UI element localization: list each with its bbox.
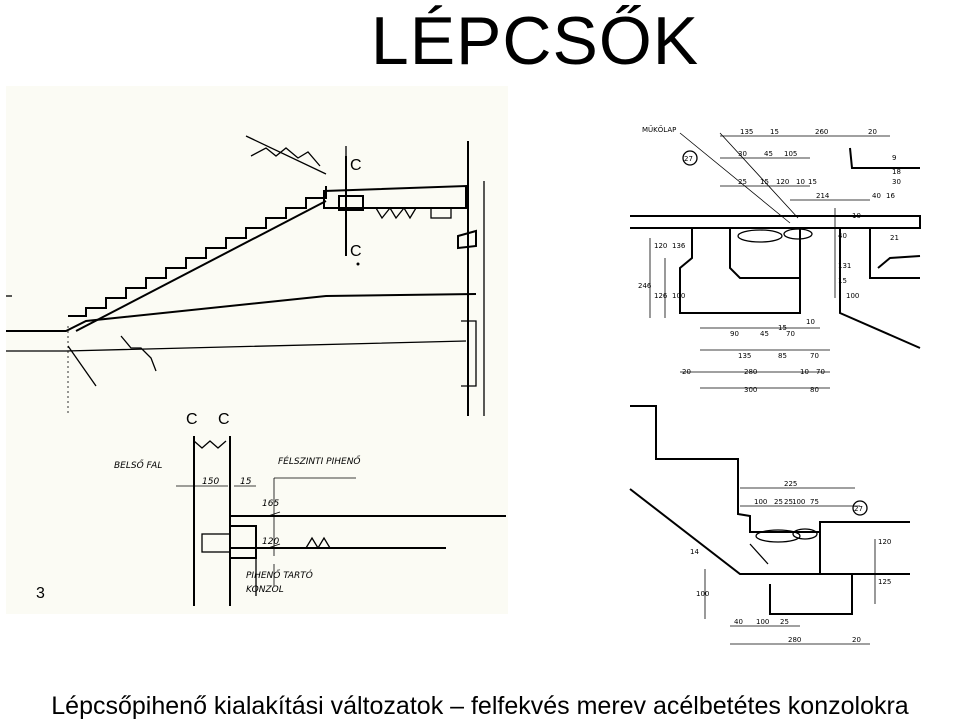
dim-9: 9 bbox=[892, 154, 896, 162]
dim-120h: 120 bbox=[776, 178, 789, 186]
dim-bv-125: 125 bbox=[878, 578, 891, 586]
dim-e-70: 70 bbox=[816, 368, 825, 376]
dim-b-25b: 25 bbox=[784, 498, 793, 506]
dim-c-85: 85 bbox=[778, 352, 787, 360]
dim-45: 45 bbox=[764, 150, 773, 158]
dim-bv-14: 14 bbox=[690, 548, 699, 556]
dim-120: 120 bbox=[262, 537, 279, 547]
dim-214: 214 bbox=[816, 192, 830, 200]
dim-30: 30 bbox=[738, 150, 747, 158]
dim-165: 165 bbox=[262, 499, 279, 509]
dim-f-300: 300 bbox=[744, 386, 757, 394]
dim-15a: 15 bbox=[770, 128, 779, 136]
detail-mark-c1: C bbox=[186, 411, 198, 428]
landing-profile-bottom bbox=[629, 405, 910, 615]
page-title: LÉPCSŐK bbox=[370, 3, 700, 79]
dim-40: 40 bbox=[872, 192, 881, 200]
dim-135: 135 bbox=[740, 128, 753, 136]
dimension-lines-bottom bbox=[704, 487, 876, 645]
marker-27-bottom: 27 bbox=[854, 505, 863, 513]
dim-f-80: 80 bbox=[810, 386, 819, 394]
dim-v-40: 40 bbox=[838, 232, 847, 240]
section-mark-c-top: C bbox=[350, 157, 362, 174]
dim-bb-25: 25 bbox=[780, 618, 789, 626]
label-half-level-landing: FÉLSZINTI PIHENŐ bbox=[278, 455, 361, 467]
dim-e-10: 10 bbox=[800, 368, 809, 376]
detail-mark-c2: C bbox=[218, 411, 230, 428]
dim-bb-280: 280 bbox=[788, 636, 801, 644]
dim-v-15: 15 bbox=[838, 277, 847, 285]
marker-27-top: 27 bbox=[684, 155, 693, 163]
dim-b-10: 10 bbox=[806, 318, 815, 326]
label-landing-beam: PIHENŐ TARTÓ bbox=[246, 569, 313, 581]
dim-b-45: 45 bbox=[760, 330, 769, 338]
dim-15c: 15 bbox=[808, 178, 817, 186]
dim-v-10: 10 bbox=[852, 212, 861, 220]
dim-v-126: 126 bbox=[654, 292, 668, 300]
dim-10: 10 bbox=[796, 178, 805, 186]
dim-v-136: 136 bbox=[672, 242, 686, 250]
dim-30b: 30 bbox=[892, 178, 901, 186]
stair-section-drawing: C C C C BELSŐ FAL FÉLSZINTI PIHENŐ PIHEN… bbox=[6, 86, 508, 614]
dim-b-15: 15 bbox=[778, 324, 787, 332]
dim-e-280: 280 bbox=[744, 368, 757, 376]
dim-20a: 20 bbox=[868, 128, 877, 136]
dim-c-70: 70 bbox=[810, 352, 819, 360]
label-console: KONZOL bbox=[246, 585, 284, 595]
landing-detail-bottom: 225 100 25 25 100 75 27 14 100 120 125 4… bbox=[620, 404, 960, 660]
dim-bb-40: 40 bbox=[734, 618, 743, 626]
dim-15b: 15 bbox=[760, 178, 769, 186]
figure-caption: Lépcsőpihenő kialakítási változatok – fe… bbox=[51, 692, 909, 720]
dim-b-100: 100 bbox=[754, 498, 767, 506]
landing-detail-top: MŰKŐLAP 27 135 15 260 20 30 45 105 25 15… bbox=[620, 118, 960, 410]
dim-v-100: 100 bbox=[672, 292, 685, 300]
dim-260: 260 bbox=[815, 128, 828, 136]
dim-v-100b: 100 bbox=[846, 292, 859, 300]
dim-bb-20: 20 bbox=[852, 636, 861, 644]
dim-18: 18 bbox=[892, 168, 901, 176]
dim-b-70: 70 bbox=[786, 330, 795, 338]
dim-bb-100: 100 bbox=[756, 618, 769, 626]
dim-bv-120: 120 bbox=[878, 538, 891, 546]
dim-b-225: 225 bbox=[784, 480, 797, 488]
dim-105: 105 bbox=[784, 150, 797, 158]
dim-16: 16 bbox=[886, 192, 895, 200]
dim-b-25a: 25 bbox=[774, 498, 783, 506]
landing-profile-top bbox=[630, 132, 921, 349]
dim-b-90: 90 bbox=[730, 330, 739, 338]
dim-150: 150 bbox=[202, 477, 219, 487]
dimension-lines-top bbox=[649, 135, 890, 389]
figure-number: 3 bbox=[36, 585, 45, 602]
dim-v-21: 21 bbox=[890, 234, 899, 242]
label-mukolap: MŰKŐLAP bbox=[642, 125, 676, 134]
dim-25: 25 bbox=[738, 178, 747, 186]
dim-15: 15 bbox=[240, 477, 252, 487]
dim-v-246: 246 bbox=[638, 282, 652, 290]
dim-v-131: 131 bbox=[838, 262, 851, 270]
dim-b-100b: 100 bbox=[792, 498, 805, 506]
dim-bv-100: 100 bbox=[696, 590, 709, 598]
stair-flight bbox=[6, 135, 485, 416]
dim-v-120: 120 bbox=[654, 242, 667, 250]
section-mark-c-bottom: C bbox=[350, 243, 362, 260]
label-inner-wall: BELSŐ FAL bbox=[114, 460, 162, 471]
bracket-detail: C C bbox=[176, 411, 506, 606]
dim-c-135: 135 bbox=[738, 352, 751, 360]
dim-e-20: 20 bbox=[682, 368, 691, 376]
dim-b-75: 75 bbox=[810, 498, 819, 506]
